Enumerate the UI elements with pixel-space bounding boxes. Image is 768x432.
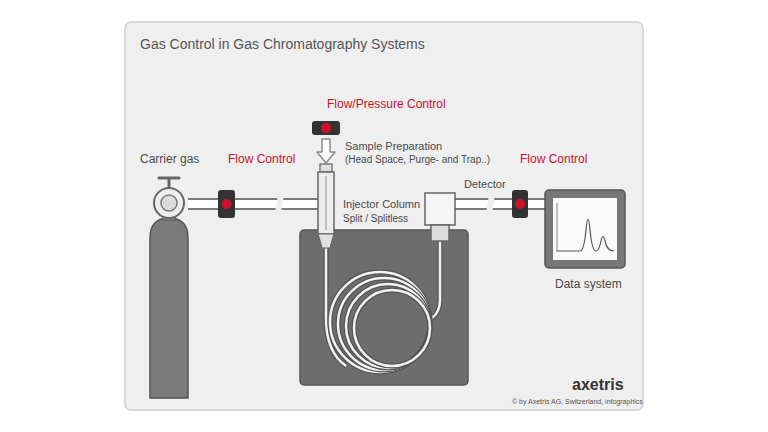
- node-label: Flow Control: [520, 153, 587, 167]
- title: Gas Control in Gas Chromatography System…: [140, 36, 425, 52]
- copyright: © by Axetris AG, Switzerland, infographi…: [512, 398, 643, 406]
- flow-controller: [218, 190, 235, 218]
- node-label: Flow Control: [228, 153, 295, 167]
- node-label: Detector: [464, 178, 506, 191]
- gas-pipe: [455, 204, 512, 205]
- node-label: Carrier gas: [140, 153, 199, 167]
- pressure-controller: [312, 121, 340, 135]
- data-system: Data system: [545, 190, 625, 268]
- flow-controller: Flow Control: [512, 190, 528, 218]
- flow-controller: Flow Control: [218, 190, 235, 218]
- step-label: Sample Preparation: [345, 140, 442, 153]
- gas-pipe: [188, 204, 218, 205]
- injector-column: Injector ColumnSplit / Splitless: [318, 165, 468, 385]
- node-label: Injector Column: [343, 198, 420, 211]
- pipe-break: [275, 195, 284, 213]
- node-label: Data system: [555, 278, 622, 292]
- injector: [318, 164, 334, 248]
- flow-controller: [512, 190, 528, 218]
- node-note: Split / Splitless: [343, 213, 408, 225]
- gas-cylinder: [150, 178, 188, 398]
- pipe-break: [486, 195, 495, 213]
- detector: Detector: [425, 193, 455, 225]
- column-oven: [300, 230, 468, 385]
- pressure-controller: Flow/Pressure Control: [312, 121, 340, 135]
- node-label: Flow/Pressure Control: [327, 98, 446, 112]
- gas-cylinder: Carrier gas: [148, 178, 188, 398]
- brand-logo: axetris: [572, 376, 624, 394]
- panel: [125, 22, 643, 410]
- gas-pipe: [528, 204, 545, 205]
- monitor: [545, 190, 625, 268]
- column-coil: [326, 242, 440, 372]
- step-note: (Head Space, Purge- and Trap..): [345, 154, 490, 166]
- sample-arrow: [317, 139, 335, 163]
- detector: [425, 193, 455, 241]
